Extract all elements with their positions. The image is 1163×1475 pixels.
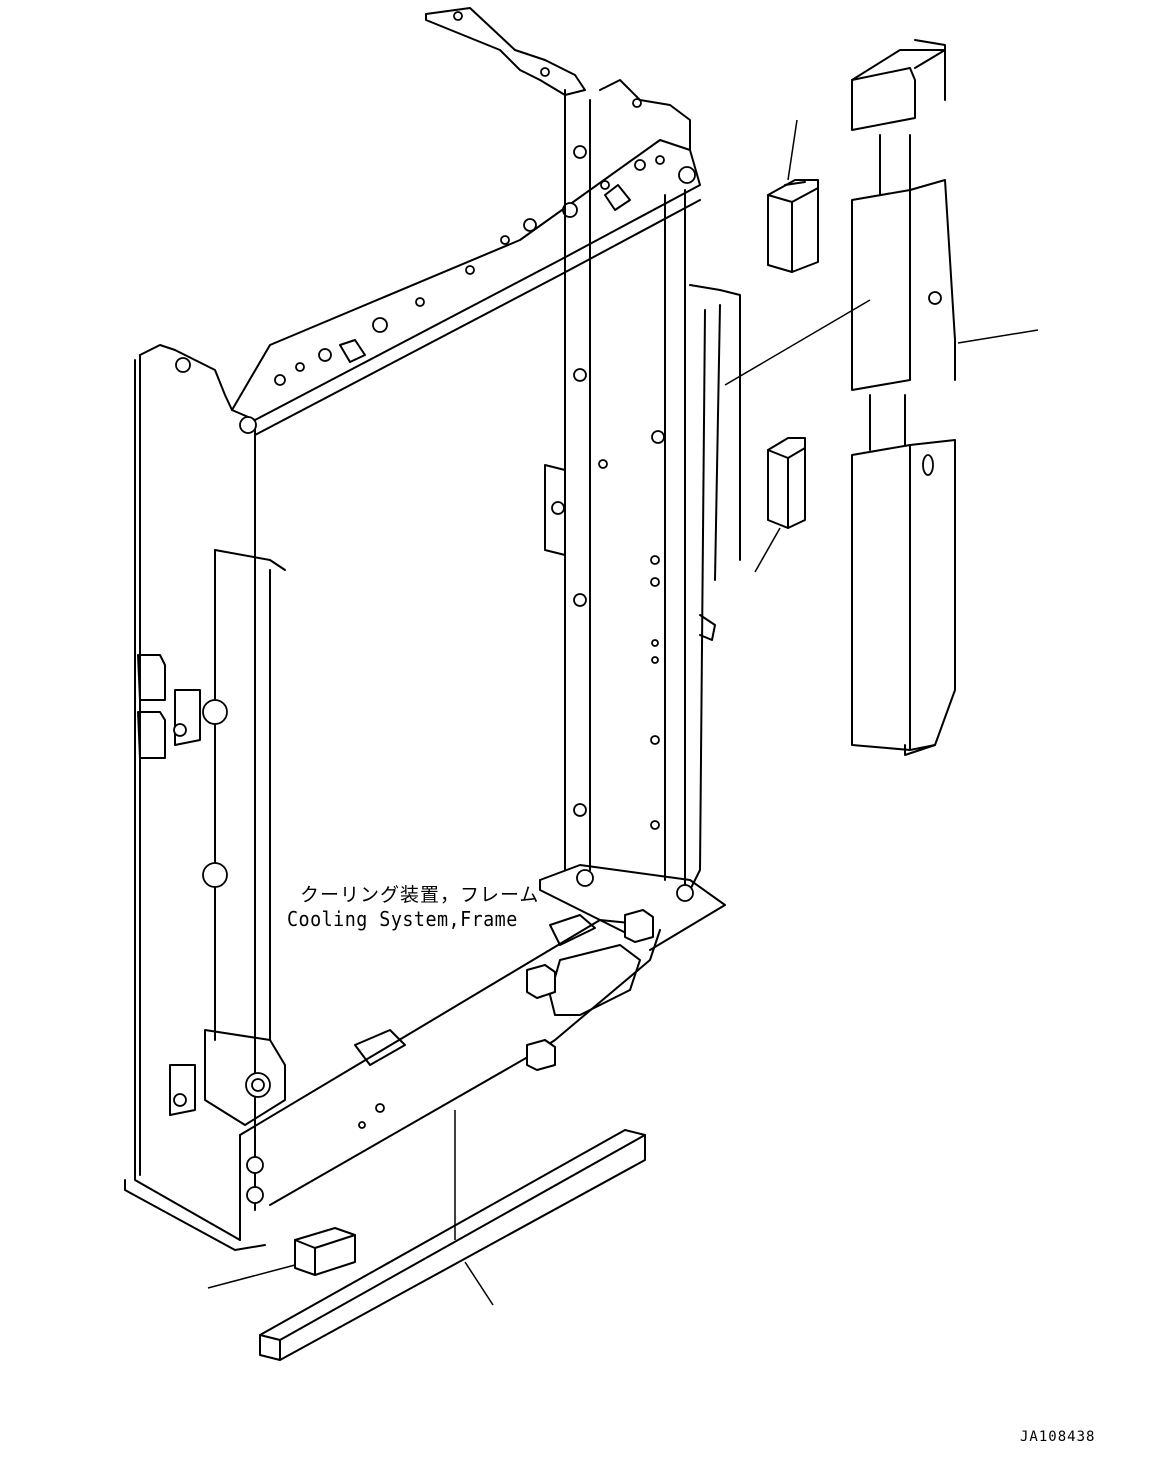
- cooling-frame: [124, 7, 741, 1251]
- long-seal-strip-right: [724, 39, 1039, 756]
- caption-japanese: クーリング装置，フレーム: [300, 884, 540, 906]
- short-seal-block-upper: [767, 119, 819, 273]
- short-seal-block-middle: [754, 437, 806, 573]
- bottom-seal-bar: [259, 1110, 646, 1361]
- caption-english: Cooling System,Frame: [287, 907, 518, 931]
- drawing-number: JA108438: [1020, 1429, 1096, 1445]
- small-seal-block-bottom-left: [207, 1227, 356, 1289]
